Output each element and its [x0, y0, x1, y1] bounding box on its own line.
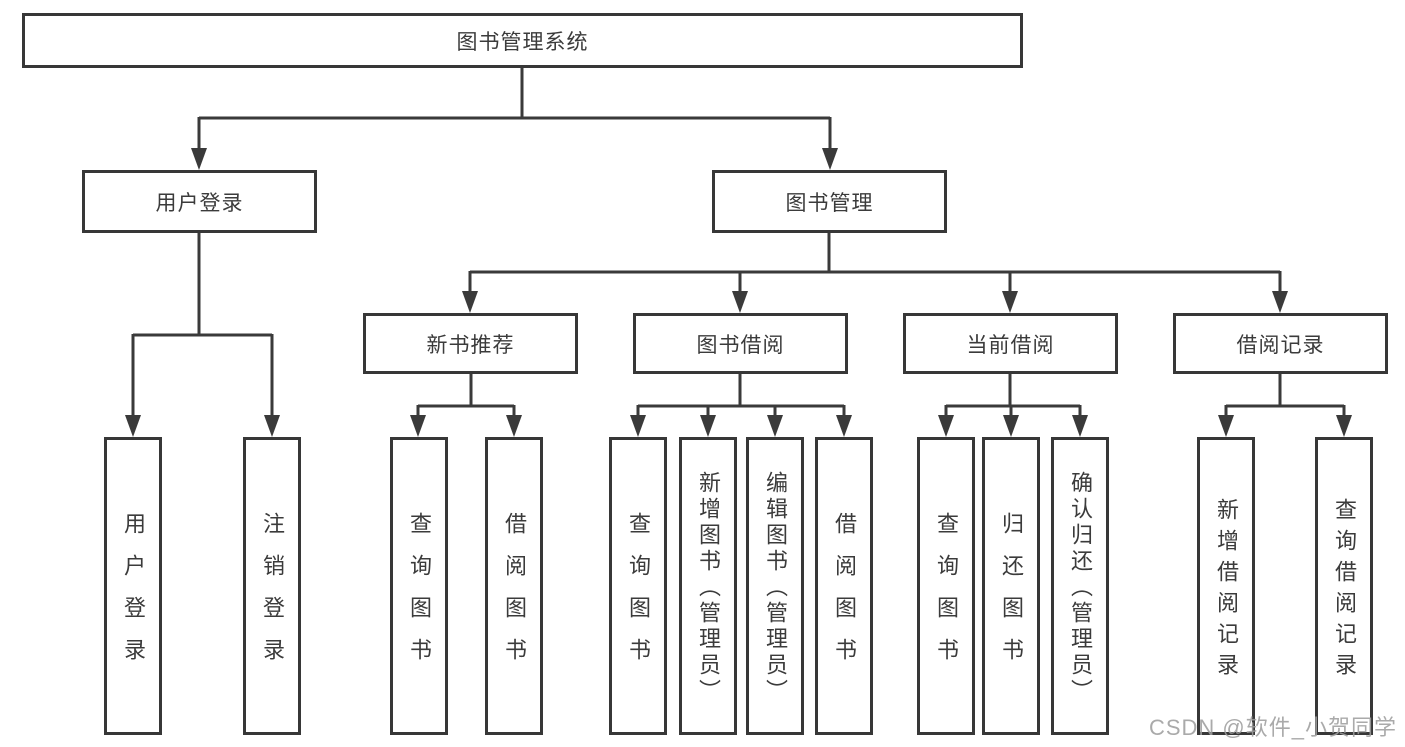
leaf-add-borrow-record: 新增借阅记录: [1197, 437, 1255, 735]
node-book-management: 图书管理: [712, 170, 947, 233]
leaf-edit-books-admin: 编辑图书（管理员）: [746, 437, 804, 735]
leaf-query-books-current: 查询图书: [917, 437, 975, 735]
leaf-user-login: 用户登录: [104, 437, 162, 735]
arrowheads: [125, 148, 1352, 437]
leaf-label: 注销登录: [260, 512, 285, 680]
leaf-query-borrow-record: 查询借阅记录: [1315, 437, 1373, 735]
leaf-label: 用户登录: [121, 512, 146, 680]
node-user-login: 用户登录: [82, 170, 317, 233]
node-book-borrowing: 图书借阅: [633, 313, 848, 374]
node-new-book-recommendation: 新书推荐: [363, 313, 578, 374]
leaf-label: 归还图书: [999, 512, 1024, 680]
leaf-logout: 注销登录: [243, 437, 301, 735]
node-borrowing-records: 借阅记录: [1173, 313, 1388, 374]
leaf-label: 查询图书: [407, 512, 432, 680]
arrow-shaft-lines: [131, 117, 1346, 419]
tree-branch-lines: [133, 68, 1344, 408]
leaf-add-books-admin: 新增图书（管理员）: [679, 437, 737, 735]
node-current-borrowing: 当前借阅: [903, 313, 1118, 374]
leaf-label: 确认归还（管理员）: [1068, 471, 1093, 705]
leaf-borrow-books-recommend: 借阅图书: [485, 437, 543, 735]
leaf-label: 借阅图书: [832, 512, 857, 680]
leaf-query-books-borrowing: 查询图书: [609, 437, 667, 735]
node-system-root: 图书管理系统: [22, 13, 1023, 68]
leaf-label: 借阅图书: [502, 512, 527, 680]
leaf-label: 查询借阅记录: [1332, 497, 1357, 684]
csdn-watermark: CSDN @软件_小贺同学: [1148, 715, 1397, 740]
leaf-query-books-recommend: 查询图书: [390, 437, 448, 735]
leaf-label: 查询图书: [626, 512, 651, 680]
leaf-label: 查询图书: [934, 512, 959, 680]
leaf-label: 新增借阅记录: [1214, 497, 1239, 684]
leaf-return-books: 归还图书: [982, 437, 1040, 735]
leaf-label: 编辑图书（管理员）: [763, 471, 788, 705]
leaf-label: 新增图书（管理员）: [696, 471, 721, 705]
leaf-confirm-return-admin: 确认归还（管理员）: [1051, 437, 1109, 735]
leaf-borrow-books: 借阅图书: [815, 437, 873, 735]
